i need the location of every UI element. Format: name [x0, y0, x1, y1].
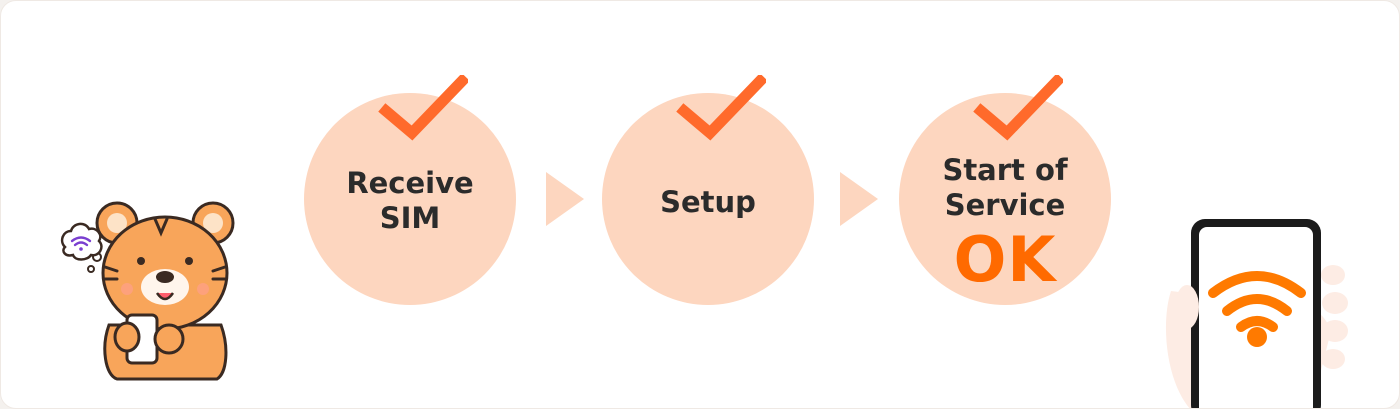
arrow-right-icon	[840, 172, 878, 226]
step-label: Receive SIM	[346, 166, 474, 235]
step-receive-sim: Receive SIM	[304, 75, 516, 305]
step-label: Start of Service	[942, 153, 1068, 222]
tiger-mascot-icon	[60, 201, 235, 381]
smartphone-icon	[1165, 219, 1348, 408]
check-icon	[676, 75, 766, 141]
wifi-small-icon	[70, 236, 92, 251]
step-setup: Setup	[602, 75, 814, 305]
thought-bubble	[60, 222, 103, 273]
step-label: Setup	[660, 185, 756, 219]
step-start-of-service: Start of Service OK	[899, 75, 1111, 305]
wifi-dot	[1247, 327, 1267, 347]
check-icon	[973, 75, 1063, 141]
arrow-right-icon	[546, 172, 584, 226]
wifi-icon	[1208, 271, 1306, 332]
check-icon	[378, 75, 468, 141]
ok-badge: OK	[953, 223, 1057, 296]
